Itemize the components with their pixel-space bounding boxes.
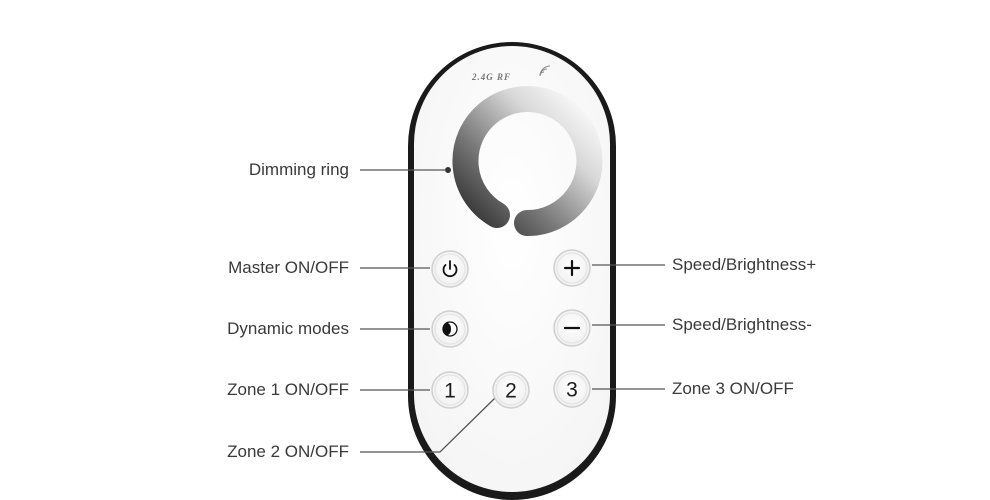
callout-speed-brightness-down: Speed/Brightness-: [672, 315, 812, 334]
callout-master-on-off: Master ON/OFF: [228, 258, 349, 277]
dynamic-modes-button[interactable]: [431, 310, 469, 348]
speed-brightness-up-button[interactable]: [553, 249, 591, 287]
dimming-ring-pointer: [445, 167, 451, 173]
callout-zone1-on-off: Zone 1 ON/OFF: [227, 380, 349, 399]
callout-zone2-on-off: Zone 2 ON/OFF: [227, 442, 349, 461]
zone-2-button-label: 2: [505, 380, 517, 403]
half-moon-icon: [442, 321, 458, 337]
dimming-ring[interactable]: [452, 86, 603, 237]
callout-dynamic-modes: Dynamic modes: [227, 319, 349, 338]
callout-speed-brightness-up: Speed/Brightness+: [672, 255, 817, 274]
power-icon: [442, 260, 458, 278]
zone-3-button-label: 3: [566, 379, 578, 402]
brand-label: 2.4G RF: [471, 72, 511, 82]
callout-dimming-ring: Dimming ring: [248, 160, 349, 179]
plus-icon: [563, 259, 581, 277]
zone-2-button[interactable]: 2: [492, 371, 530, 409]
zone-3-button[interactable]: 3: [553, 370, 591, 408]
zone-1-button-label: 1: [444, 380, 456, 403]
master-power-button[interactable]: [431, 250, 469, 288]
callout-lines: [360, 169, 665, 453]
speed-brightness-down-button[interactable]: [553, 309, 591, 347]
rf-signal-icon: [539, 65, 551, 77]
zone-1-button[interactable]: 1: [431, 371, 469, 409]
callout-zone3-on-off: Zone 3 ON/OFF: [672, 379, 794, 398]
